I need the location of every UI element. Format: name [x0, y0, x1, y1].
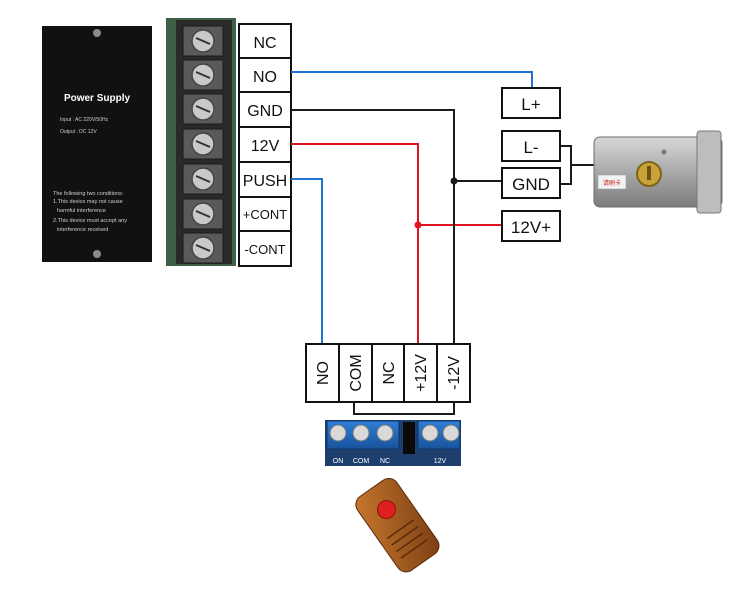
terminal-screw: [376, 424, 394, 442]
board-label-nc: NC: [380, 458, 390, 465]
power-supply-output: Output : DC 12V: [60, 129, 97, 135]
receiver-board: ON COM NC 12V: [325, 420, 461, 466]
remote-body: [355, 477, 440, 573]
remote-grip-line: [386, 519, 414, 540]
terminal-screw: [421, 424, 439, 442]
lock-keyway: [647, 166, 651, 180]
board-label-12v: 12V: [434, 458, 447, 465]
lock-terminals: L+ L- GND 12V+: [501, 87, 561, 242]
remote-grip-line: [400, 539, 428, 559]
terminal-push-label: PUSH: [243, 173, 287, 190]
lock-faceplate: [696, 130, 722, 214]
wire-12v-to-receiver: [291, 143, 419, 344]
notice-line-2: harmful interference: [57, 208, 106, 214]
board-label-on: ON: [333, 458, 344, 465]
receiver-p12v-label: +12V: [413, 354, 430, 392]
lock-terminal-12vplus-label: 12V+: [511, 218, 551, 237]
lock-terminal-lplus: [501, 87, 561, 119]
power-supply-case: [42, 26, 152, 262]
terminal-screw: [352, 424, 370, 442]
terminal-12v-label: 12V: [251, 138, 280, 155]
power-supply-input: Input : AC 220V/50Hz: [60, 117, 109, 123]
terminal-pcont-label: +CONT: [243, 207, 287, 222]
junction-black: [450, 177, 458, 185]
remote-grip-line: [391, 526, 419, 546]
notice-line-1: 1.This device may not cause: [53, 199, 123, 205]
remote-grip-line: [395, 532, 424, 553]
lock-card-label: 请刷卡: [603, 179, 621, 187]
notice-line-3: 2.This device must accept any: [53, 218, 127, 224]
receiver-n12v-label: -12V: [446, 356, 463, 390]
lock-lead-bracket: [561, 145, 572, 185]
terminal-screw-slot: [195, 37, 211, 45]
receiver-bridge: [353, 402, 455, 415]
terminal-screw: [442, 424, 460, 442]
terminal-screw-slot: [195, 71, 211, 79]
wires: [291, 71, 595, 415]
remote-control: [355, 477, 440, 573]
lock-terminal-lminus: [501, 130, 561, 162]
power-supply-unit: Power Supply Input : AC 220V/50Hz Output…: [42, 26, 152, 262]
lock-terminal-12vplus: [501, 210, 561, 242]
receiver-no-label: NO: [315, 361, 332, 385]
lock-terminal-lminus-label: L-: [523, 138, 538, 157]
board-label-com: COM: [353, 458, 370, 465]
notice-title: The following two conditions:: [53, 191, 124, 197]
terminal-screw-slot: [195, 175, 211, 183]
receiver-terminals: NO COM NC +12V -12V: [305, 343, 471, 403]
notice-line-4: interference received: [57, 227, 108, 233]
terminal-ncont-label: -CONT: [244, 242, 285, 257]
lock-card-sticker: [597, 174, 627, 190]
terminal-label-frame: [238, 23, 292, 267]
remote-button: [377, 500, 397, 520]
terminal-screw: [329, 424, 347, 442]
terminal-screw-slot: [195, 105, 211, 113]
receiver-terminal-frame: [305, 343, 471, 403]
receiver-com-label: COM: [348, 354, 365, 391]
terminal-screw-slot: [195, 140, 211, 148]
mount-screw-top: [93, 29, 101, 37]
terminal-label-column: NC NO GND 12V PUSH +CONT -CONT: [238, 23, 292, 267]
wire-gnd-to-receiver: [291, 109, 455, 344]
terminal-block: [166, 18, 236, 266]
lock-terminal-lplus-label: L+: [521, 95, 540, 114]
lock-terminal-gnd-label: GND: [512, 175, 550, 194]
terminal-no-label: NO: [253, 69, 277, 86]
terminal-screw-slot: [195, 210, 211, 218]
terminal-nc-label: NC: [253, 35, 276, 52]
terminal-gnd-label: GND: [247, 103, 283, 120]
wire-push-to-receiver-no: [291, 178, 323, 344]
relay-component: [403, 422, 415, 454]
electric-lock: 请刷卡: [593, 130, 723, 214]
mount-screw-bottom: [93, 250, 101, 258]
wire-no-to-lplus: [291, 71, 533, 88]
lock-screw: [661, 149, 667, 155]
receiver-nc-label: NC: [381, 361, 398, 384]
power-supply-title: Power Supply: [64, 93, 131, 104]
terminal-screw-slot: [195, 244, 211, 252]
junction-red: [414, 221, 422, 229]
terminal-screws: [182, 25, 224, 264]
lock-terminal-gnd: [501, 167, 561, 199]
